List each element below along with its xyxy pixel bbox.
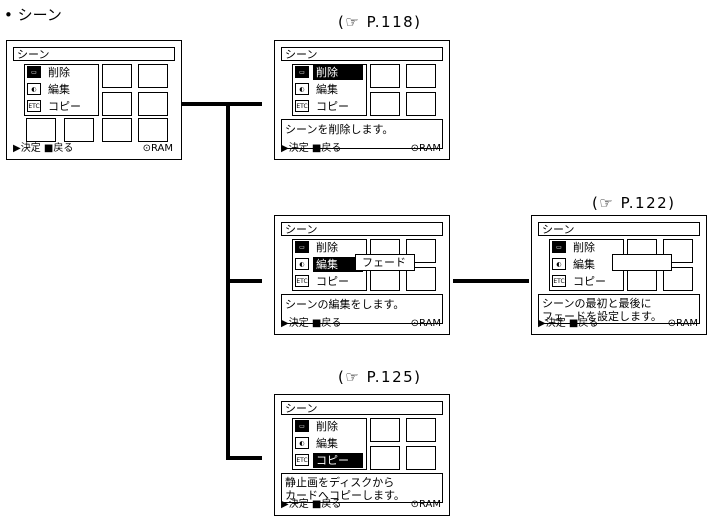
screen-footer: ▶決定 ■戻る ⊙RAM	[538, 317, 700, 330]
scene-menu: ▭ 削除 ◐ 編集 ETC コピー	[292, 418, 367, 470]
page-reference: (☞ P.122)	[592, 194, 676, 212]
connector-line	[226, 279, 262, 283]
screen-fade: シーン ▭ 削除 ◐ 編集 ETC コピー フェード シーンの最初と最後に フェ…	[531, 215, 707, 335]
ram-indicator: ⊙RAM	[411, 142, 441, 155]
menu-item-delete[interactable]: 削除	[313, 65, 363, 80]
menu-item-delete[interactable]: 削除	[570, 240, 620, 255]
submenu-fade[interactable]: フェード	[355, 254, 415, 271]
scene-icon: ▭	[295, 420, 309, 432]
footer-controls: ▶決定 ■戻る	[538, 318, 598, 329]
menu-item-copy[interactable]: コピー	[45, 99, 95, 114]
menu-item-edit[interactable]: 編集	[313, 82, 363, 97]
ram-indicator: ⊙RAM	[668, 317, 698, 330]
etc-icon: ETC	[552, 275, 566, 287]
menu-item-delete[interactable]: 削除	[313, 240, 363, 255]
edit-icon: ◐	[295, 83, 309, 95]
ram-indicator: ⊙RAM	[143, 142, 173, 155]
footer-controls: ▶決定 ■戻る	[13, 143, 73, 154]
etc-icon: ETC	[27, 100, 41, 112]
scene-icon: ▭	[295, 66, 309, 78]
menu-item-copy[interactable]: コピー	[570, 274, 620, 289]
thumbnail[interactable]	[370, 418, 400, 442]
menu-item-copy[interactable]: コピー	[313, 453, 363, 468]
screen-footer: ▶決定 ■戻る ⊙RAM	[281, 142, 443, 155]
thumbnail[interactable]	[406, 418, 436, 442]
thumbnail[interactable]	[406, 446, 436, 470]
thumbnail[interactable]	[406, 92, 436, 116]
scene-icon: ▭	[295, 241, 309, 253]
menu-item-edit[interactable]: 編集	[313, 436, 363, 451]
menu-item-delete[interactable]: 削除	[313, 419, 363, 434]
screen-copy: シーン ▭ 削除 ◐ 編集 ETC コピー 静止画をディスクから カードへコピー…	[274, 394, 450, 516]
ram-indicator: ⊙RAM	[411, 498, 441, 511]
scene-icon: ▭	[552, 241, 566, 253]
screen-delete: シーン ▭ 削除 ◐ 編集 ETC コピー シーンを削除します。 ▶決定 ■戻る…	[274, 40, 450, 160]
screen-scene-menu: シーン ▭ 削除 ◐ 編集 ETC コピー ▶決定 ■戻る ⊙RAM	[6, 40, 182, 160]
thumbnail[interactable]	[102, 64, 132, 88]
submenu-fade[interactable]: フェード	[612, 254, 672, 271]
screen-title: シーン	[13, 47, 175, 61]
thumbnail[interactable]	[64, 118, 94, 142]
thumbnail[interactable]	[102, 92, 132, 116]
edit-icon: ◐	[27, 83, 41, 95]
screen-title: シーン	[281, 222, 443, 236]
screen-footer: ▶決定 ■戻る ⊙RAM	[281, 317, 443, 330]
footer-controls: ▶決定 ■戻る	[281, 499, 341, 510]
screen-title: シーン	[281, 47, 443, 61]
thumbnail[interactable]	[370, 92, 400, 116]
edit-icon: ◐	[295, 437, 309, 449]
footer-controls: ▶決定 ■戻る	[281, 318, 341, 329]
page-reference: (☞ P.118)	[338, 13, 422, 31]
page-reference: (☞ P.125)	[338, 368, 422, 386]
connector-line	[453, 279, 529, 283]
thumbnail[interactable]	[138, 118, 168, 142]
thumbnail[interactable]	[138, 92, 168, 116]
menu-item-delete[interactable]: 削除	[45, 65, 95, 80]
connector-line	[226, 102, 262, 106]
thumbnail[interactable]	[370, 64, 400, 88]
connector-line	[226, 456, 262, 460]
screen-title: シーン	[538, 222, 700, 236]
edit-icon: ◐	[552, 258, 566, 270]
thumbnail[interactable]	[26, 118, 56, 142]
menu-item-edit[interactable]: 編集	[45, 82, 95, 97]
etc-icon: ETC	[295, 454, 309, 466]
menu-item-copy[interactable]: コピー	[313, 274, 363, 289]
connector-line	[182, 102, 230, 106]
etc-icon: ETC	[295, 100, 309, 112]
scene-icon: ▭	[27, 66, 41, 78]
screen-footer: ▶決定 ■戻る ⊙RAM	[13, 142, 175, 155]
thumbnail[interactable]	[370, 446, 400, 470]
scene-menu: ▭ 削除 ◐ 編集 ETC コピー	[24, 64, 99, 116]
etc-icon: ETC	[295, 275, 309, 287]
edit-icon: ◐	[295, 258, 309, 270]
screen-footer: ▶決定 ■戻る ⊙RAM	[281, 498, 443, 511]
footer-controls: ▶決定 ■戻る	[281, 143, 341, 154]
scene-menu: ▭ 削除 ◐ 編集 ETC コピー	[292, 64, 367, 116]
thumbnail[interactable]	[406, 64, 436, 88]
thumbnail[interactable]	[102, 118, 132, 142]
screen-edit: シーン ▭ 削除 ◐ 編集 ETC コピー フェード シーンの編集をします。 ▶…	[274, 215, 450, 335]
thumbnail[interactable]	[138, 64, 168, 88]
ram-indicator: ⊙RAM	[411, 317, 441, 330]
screen-title: シーン	[281, 401, 443, 415]
page-heading: • シーン	[4, 4, 62, 25]
menu-item-copy[interactable]: コピー	[313, 99, 363, 114]
